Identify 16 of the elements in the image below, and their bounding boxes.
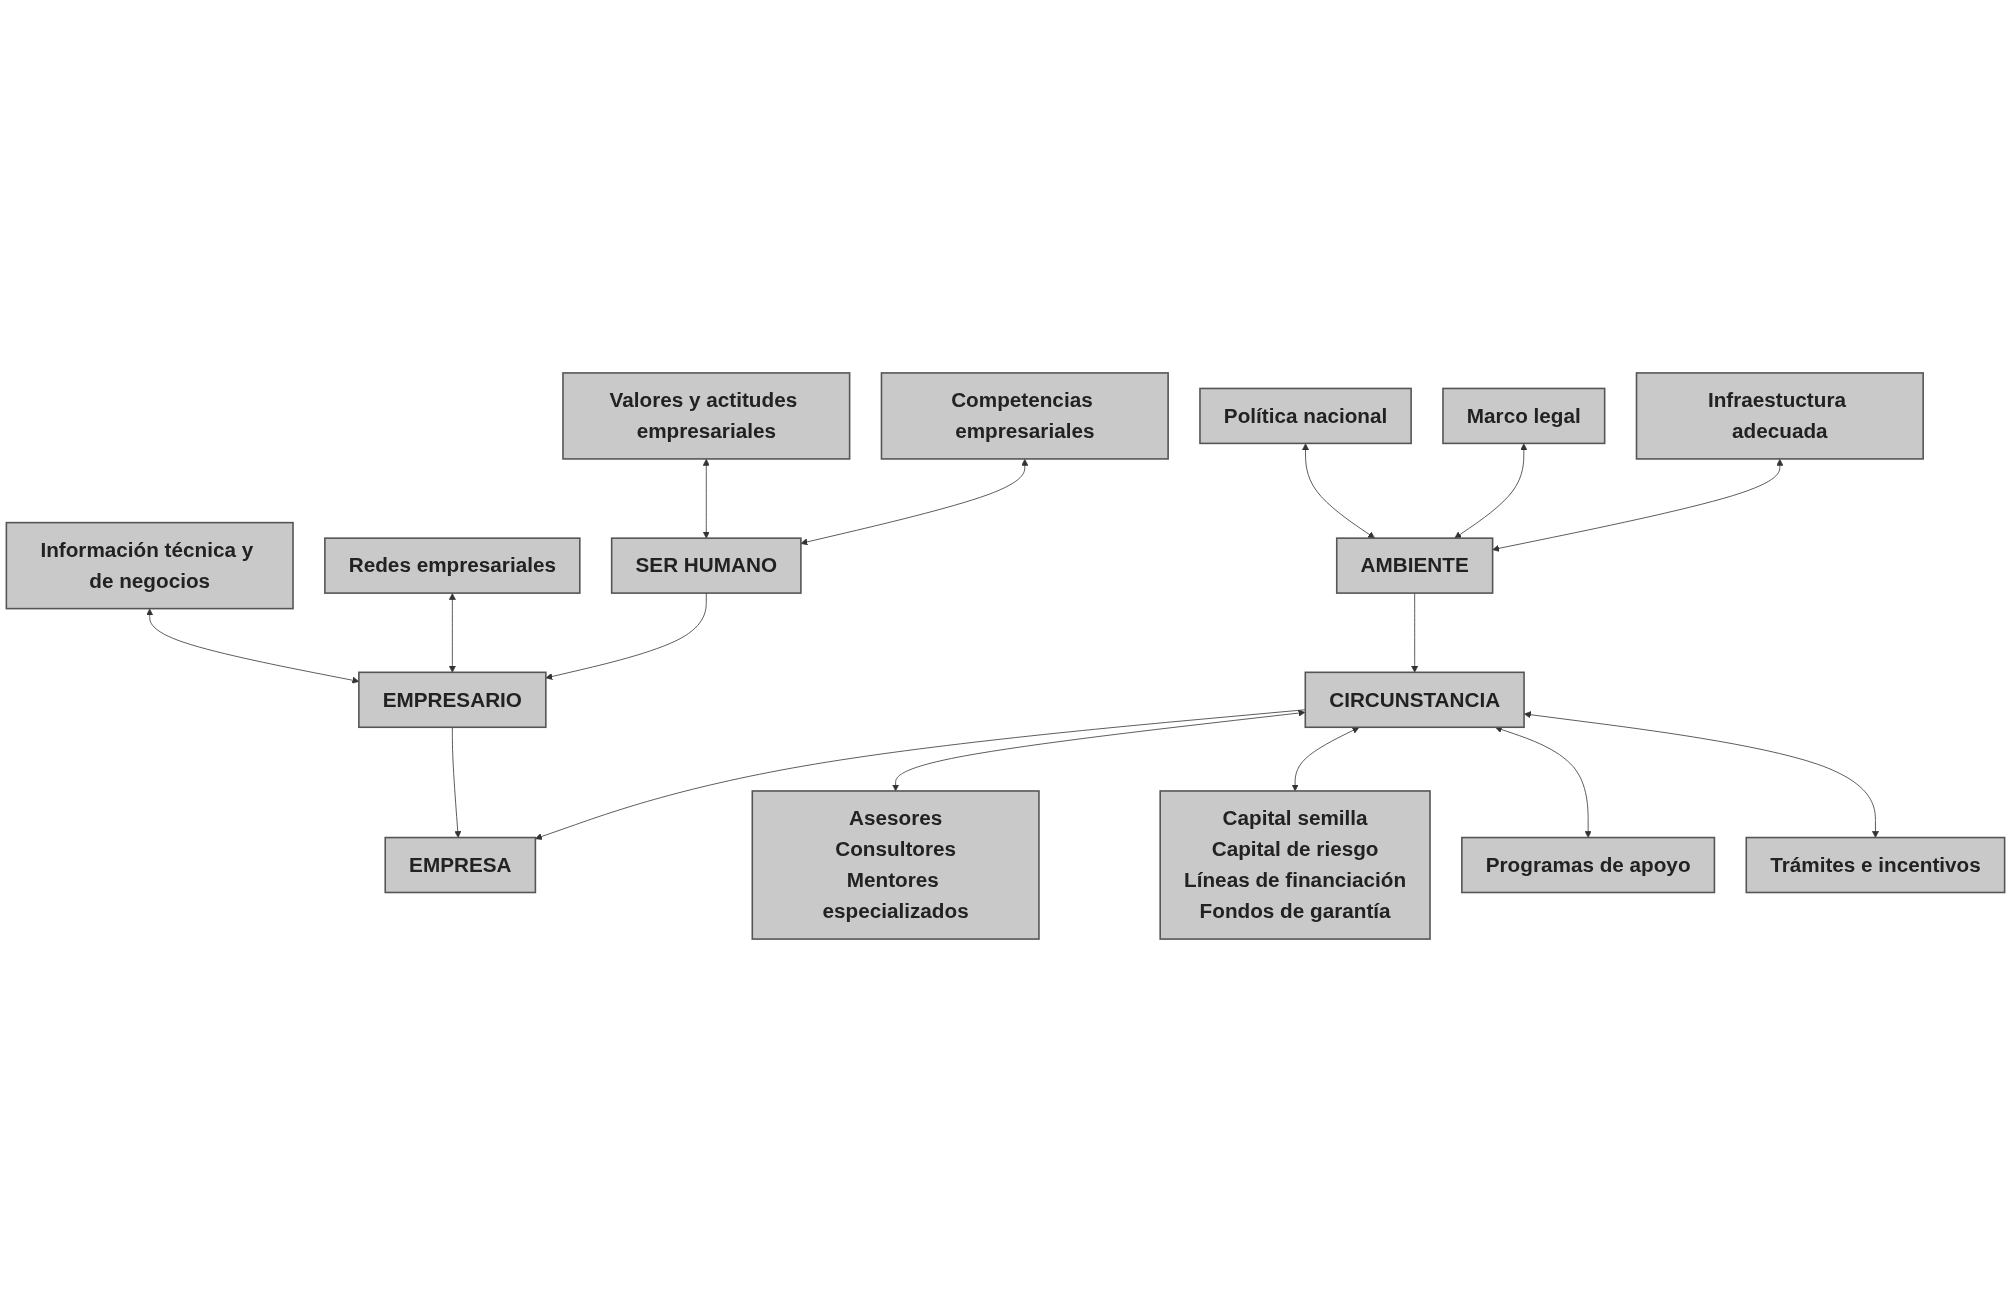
node-box: EMPRESARIO (358, 671, 547, 729)
node-box: Infraestuctura adecuada (1635, 372, 1924, 460)
node-box: Competencias empresariales (880, 372, 1169, 460)
node-box: Valores y actitudes empresariales (562, 372, 851, 460)
node-box: CIRCUNSTANCIA (1304, 671, 1525, 729)
node-box: Programas de apoyo (1461, 836, 1716, 894)
node-box: EMPRESA (384, 836, 537, 894)
node-box: Trámites e incentivos (1745, 836, 2006, 894)
node-box: Información técnica y de negocios (5, 521, 294, 610)
node-box: Marco legal (1442, 387, 1606, 445)
node-box: SER HUMANO (610, 537, 802, 594)
node-box: Redes empresariales (324, 537, 581, 594)
node-box: Capital semilla Capital de riesgo Líneas de financiación Fondos de garantía (1159, 790, 1431, 940)
node-box: Política nacional (1199, 387, 1412, 445)
node-box: AMBIENTE (1335, 537, 1494, 594)
node-box: Asesores Consultores Mentores especializados (751, 790, 1040, 940)
